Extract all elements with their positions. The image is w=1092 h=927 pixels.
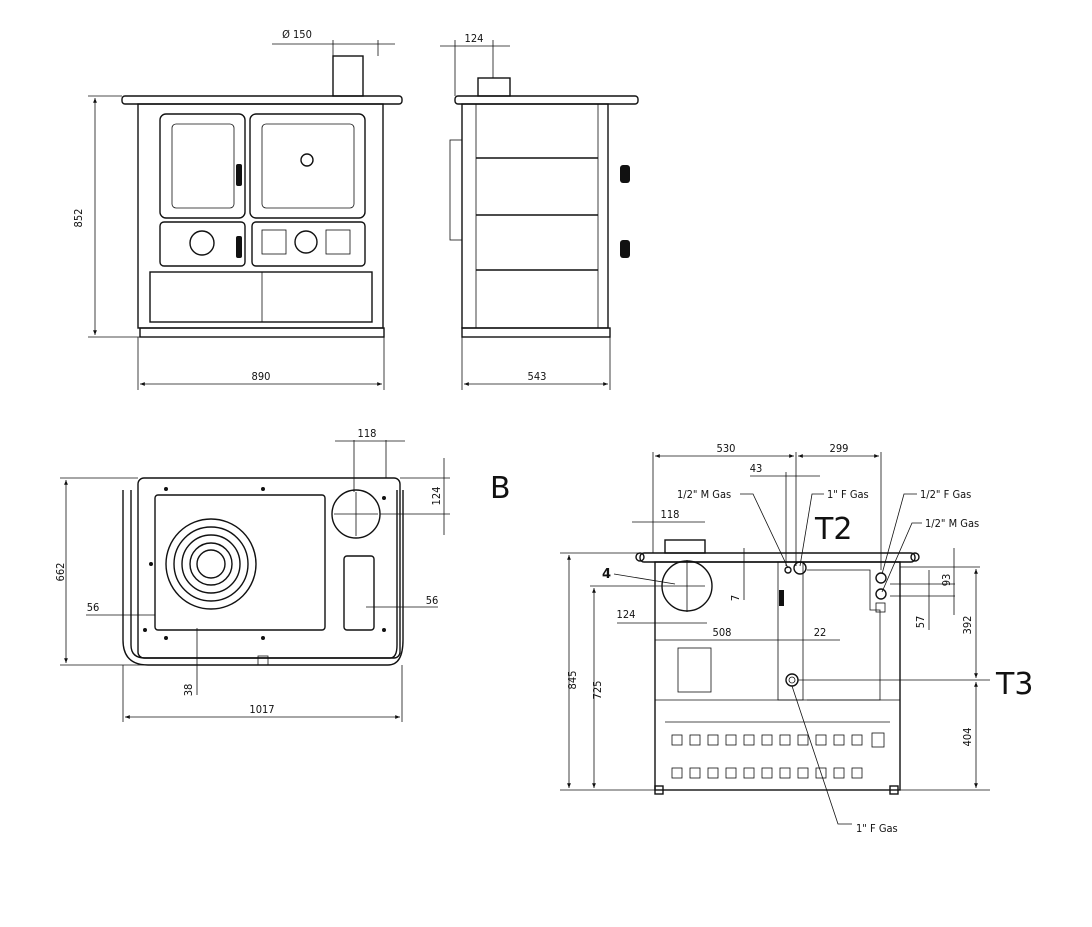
vent-slot	[707, 734, 719, 746]
top-flue-y-dim: 124	[430, 487, 443, 506]
rear-dim-845: 845	[566, 671, 579, 690]
top-width-dim: 1017	[249, 703, 274, 716]
vent-slot	[815, 767, 827, 779]
rear-dim-299: 299	[830, 442, 849, 455]
rear-dim-22: 22	[814, 626, 827, 639]
top-view: B 118 124 662 56 56 38 1017	[54, 427, 511, 722]
rear-dim-392: 392	[961, 616, 974, 635]
top-right-margin-dim: 56	[426, 594, 439, 607]
top-flue-x-dim: 118	[358, 427, 377, 440]
vent-grid	[671, 734, 863, 779]
vent-slot	[689, 734, 701, 746]
top-left-margin-dim: 56	[87, 601, 100, 614]
conn-half-m-gas-left: 1/2" M Gas	[677, 488, 731, 501]
rear-view: 530 299 43 1/2" M Gas 1" F Gas 1/2" F Ga…	[560, 442, 1033, 835]
rear-dim-43: 43	[750, 462, 763, 475]
conn-half-f-gas: 1/2" F Gas	[920, 488, 971, 501]
front-view: 852 890 Ø 150	[72, 28, 403, 390]
vent-slot	[851, 734, 863, 746]
top-depth-dim: 662	[54, 563, 67, 582]
vent-slot	[797, 767, 809, 779]
rear-dim-93: 93	[940, 574, 953, 587]
vent-slot	[797, 734, 809, 746]
vent-slot	[779, 767, 791, 779]
side-depth-dim: 543	[528, 370, 547, 383]
front-width-dim: 890	[252, 370, 271, 383]
vent-slot	[689, 767, 701, 779]
top-view-label-b: B	[490, 471, 511, 506]
thermometer-icon	[300, 153, 314, 167]
rear-dim-118: 118	[661, 508, 680, 521]
vent-slot	[833, 734, 845, 746]
rear-dim-124: 124	[617, 608, 636, 621]
vent-slot	[779, 734, 791, 746]
side-view: 124 543	[440, 32, 639, 390]
side-flue-offset-dim: 124	[465, 32, 484, 45]
vent-slot	[833, 767, 845, 779]
conn-1f-gas-bottom: 1" F Gas	[856, 822, 898, 835]
front-height-dim: 852	[72, 209, 85, 228]
vent-slot	[815, 734, 827, 746]
rear-dim-530: 530	[717, 442, 736, 455]
vent-slot	[725, 734, 737, 746]
vent-slot	[707, 767, 719, 779]
label-t3: T3	[995, 667, 1033, 702]
vent-slot	[761, 767, 773, 779]
vent-slot	[725, 767, 737, 779]
rear-dim-7: 7	[729, 595, 742, 601]
label-4: 4	[602, 567, 611, 582]
rear-dim-404: 404	[961, 728, 974, 747]
conn-half-m-gas-right: 1/2" M Gas	[925, 517, 979, 530]
label-t2: T2	[814, 512, 852, 547]
vent-slot	[671, 734, 683, 746]
vent-slot	[761, 734, 773, 746]
conn-1f-gas-top: 1" F Gas	[827, 488, 869, 501]
vent-slot	[851, 767, 863, 779]
rear-dim-725: 725	[591, 681, 604, 700]
rear-dim-508: 508	[713, 626, 732, 639]
vent-slot	[671, 767, 683, 779]
rear-dim-57: 57	[914, 616, 927, 629]
vent-slot	[743, 767, 755, 779]
top-front-offset-dim: 38	[182, 684, 195, 697]
vent-slot	[743, 734, 755, 746]
flue-diameter-dim: Ø 150	[282, 28, 312, 41]
